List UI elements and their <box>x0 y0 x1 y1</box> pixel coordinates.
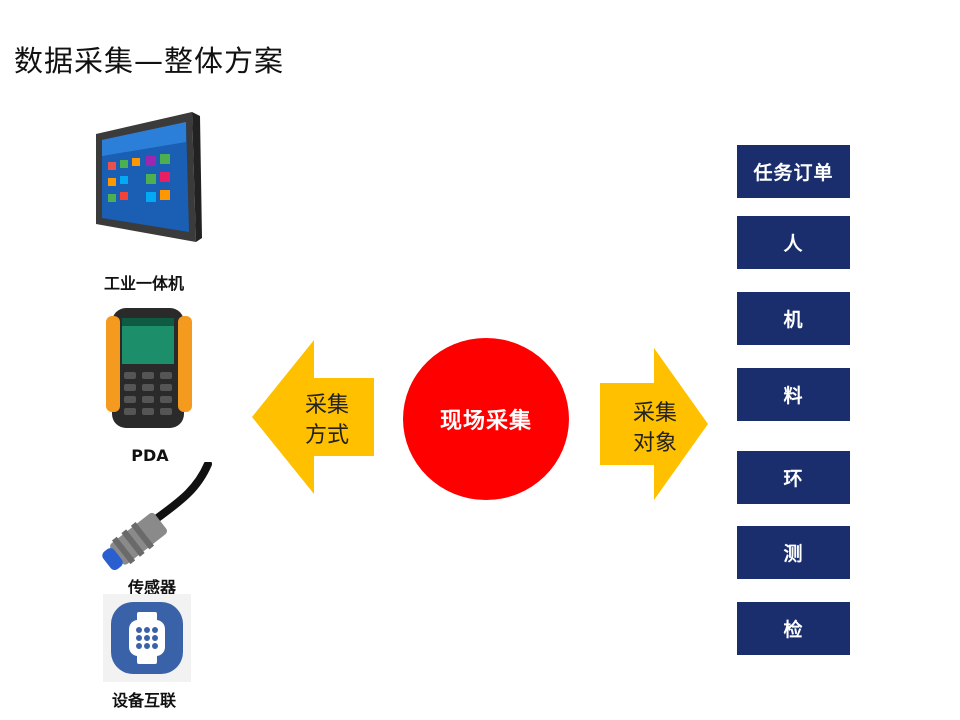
target-box-orders: 任务订单 <box>737 145 850 198</box>
right-arrow-shape <box>600 348 708 500</box>
target-label: 测 <box>783 543 804 565</box>
device-label-pda: PDA <box>131 446 169 465</box>
target-box-inspect: 检 <box>737 602 850 655</box>
target-box-machine: 机 <box>737 292 850 345</box>
industrial-panel-pc-icon <box>96 112 202 242</box>
left-arrow-shape <box>252 340 374 494</box>
smartwatch-icon <box>103 594 191 682</box>
target-box-people: 人 <box>737 216 850 269</box>
left-arrow-label-line1: 采集 <box>304 393 349 418</box>
device-label-sensor: 传感器 <box>127 578 176 597</box>
right-arrow-label-line2: 对象 <box>632 431 677 456</box>
sensor-cable-icon <box>102 462 212 571</box>
left-arrow-label: 采集 方式 <box>292 391 362 451</box>
target-label: 环 <box>783 468 804 490</box>
page-title: 数据采集—整体方案 <box>14 44 285 78</box>
device-label-panel-pc: 工业一体机 <box>103 274 184 293</box>
target-box-environment: 环 <box>737 451 850 504</box>
device-label-interconnect: 设备互联 <box>111 691 176 710</box>
target-label: 人 <box>783 233 804 255</box>
target-box-measure: 测 <box>737 526 850 579</box>
target-label: 机 <box>783 309 804 331</box>
target-label: 检 <box>783 619 804 641</box>
center-circle: 现场采集 <box>403 338 569 500</box>
target-box-material: 料 <box>737 368 850 421</box>
right-arrow-label-line1: 采集 <box>632 401 677 426</box>
target-label: 任务订单 <box>753 162 834 184</box>
center-circle-label: 现场采集 <box>439 409 532 434</box>
right-arrow-label: 采集 对象 <box>620 399 690 459</box>
left-arrow-label-line2: 方式 <box>304 423 349 448</box>
pda-handheld-icon <box>106 308 192 428</box>
target-label: 料 <box>783 385 804 407</box>
